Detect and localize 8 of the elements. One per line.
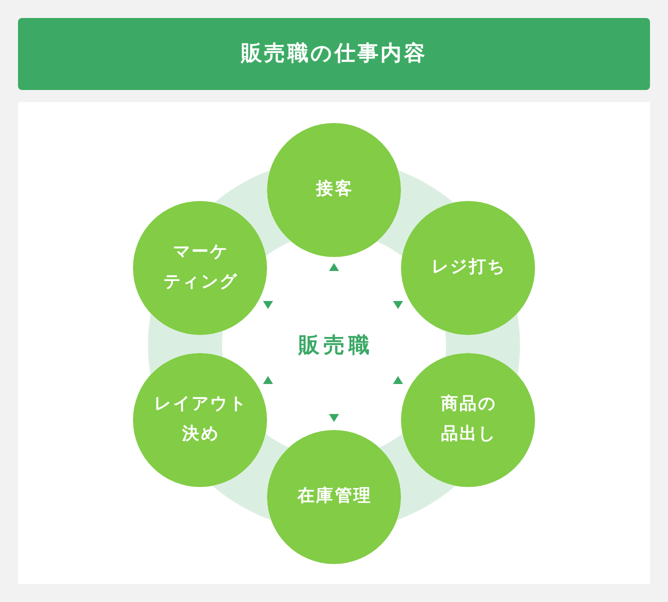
circle-label: 商品の品出し <box>440 393 497 446</box>
circle-label: レイアウト決め <box>153 393 248 446</box>
circle-label: レジ打ち <box>430 256 506 280</box>
title-banner: 販売職の仕事内容 <box>18 18 650 90</box>
circle-label: マーケティング <box>162 241 238 294</box>
circle-label: 接客 <box>314 178 354 202</box>
circle-label: 在庫管理 <box>296 485 372 508</box>
center-label: 販売職 <box>297 334 374 356</box>
